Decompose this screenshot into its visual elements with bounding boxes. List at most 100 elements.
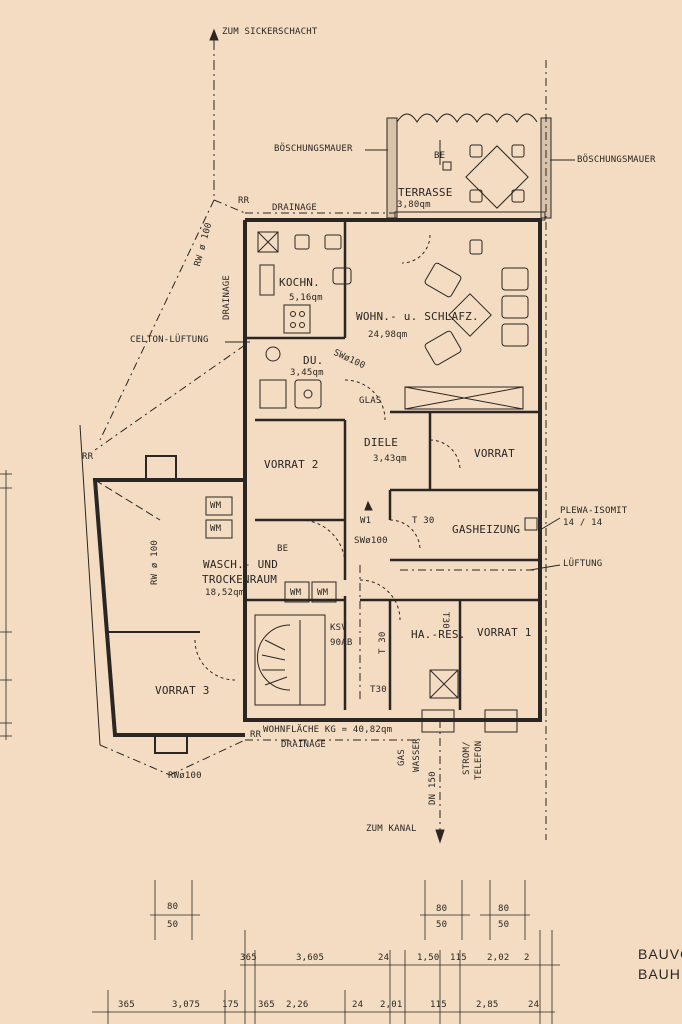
label-dn150: DN 150	[428, 771, 438, 805]
utility-entries	[421, 709, 518, 733]
dim-row2-e: 2,26	[286, 1000, 309, 1010]
dim-80-a: 80	[167, 902, 179, 912]
label-zum-sickerschacht: ZUM SICKERSCHACHT	[222, 27, 318, 37]
label-wasch1: WASCH.- UND	[203, 558, 279, 571]
dim-row2-d: 365	[258, 1000, 275, 1010]
label-wm4: WM	[317, 588, 329, 598]
label-wasch-area: 18,52qm	[205, 588, 245, 598]
left-margin-dims	[0, 470, 12, 740]
label-t30-vert: T 30	[378, 631, 388, 654]
glass-partition	[404, 386, 524, 410]
annex-walls	[92, 455, 245, 754]
label-kochn-area: 5,16qm	[289, 293, 323, 303]
label-be-mid: BE	[277, 544, 289, 554]
label-rw100-wasch: RW ø 100	[150, 540, 160, 585]
label-wasser: WASSER	[412, 738, 422, 772]
label-wohnflaeche: WOHNFLÄCHE KG = 40,82qm	[263, 725, 393, 735]
label-gas: GAS	[397, 749, 407, 766]
label-rr-left: RR	[82, 452, 94, 462]
dim-row1-b: 3,605	[296, 953, 325, 963]
label-terrasse-area: 3,80qm	[397, 200, 431, 210]
label-telefon: TELEFON	[474, 740, 484, 780]
label-celton: CELTON-LÜFTUNG	[130, 335, 209, 345]
label-glas: GLAS	[359, 396, 382, 406]
label-plewa-dim: 14 / 14	[563, 518, 603, 528]
label-rr-bottom: RR	[250, 730, 262, 740]
label-vorrat-right: VORRAT	[474, 447, 515, 460]
dim-row1-d: 1,50	[417, 953, 440, 963]
label-ksv-sub: 90AB	[330, 638, 353, 648]
label-t30-vert2: T30	[440, 612, 450, 629]
label-wm1: WM	[210, 501, 222, 511]
dim-row2-g: 2,01	[380, 1000, 403, 1010]
wm-boxes	[205, 496, 538, 699]
north-triangle-icon	[364, 500, 373, 511]
dim-row2-i: 2,85	[476, 1000, 499, 1010]
label-rw100-bottom: RWø100	[168, 771, 202, 781]
dim-row1-c: 24	[378, 953, 390, 963]
label-rr-top: RR	[238, 196, 250, 206]
dim-row1-e: 115	[450, 953, 467, 963]
label-wm3: WM	[290, 588, 302, 598]
dim-row2-h: 115	[430, 1000, 447, 1010]
label-wohn-area: 24,98qm	[368, 330, 408, 340]
label-diele: DIELE	[364, 436, 399, 449]
label-gasheizung: GASHEIZUNG	[452, 523, 521, 536]
arrow-down-icon	[435, 829, 445, 844]
label-zum-kanal: ZUM KANAL	[366, 824, 417, 834]
label-bauv1: BAUVO	[638, 946, 682, 962]
pipe-lines	[94, 60, 547, 840]
arrow-up-icon	[209, 28, 219, 41]
dim-row1-f: 2,02	[487, 953, 510, 963]
label-w1: W1	[360, 516, 372, 526]
label-terrasse: TERRASSE	[398, 186, 453, 199]
label-t30-top: T 30	[412, 516, 435, 526]
label-t30-bottom: T30	[370, 685, 387, 695]
dim-row1-a: 365	[240, 953, 257, 963]
dim-row2-f: 24	[352, 1000, 364, 1010]
staircase	[254, 614, 326, 706]
label-vorrat2: VORRAT 2	[264, 458, 319, 471]
label-wohn: WOHN.- u. SCHLAFZ.	[356, 310, 479, 323]
label-drainage-top: DRAINAGE	[272, 203, 317, 213]
dim-row2-j: 24	[528, 1000, 540, 1010]
label-strom: STROM/	[462, 741, 472, 775]
label-sw100-mid: SWø100	[354, 536, 388, 546]
dim-row1-g: 2	[524, 953, 530, 963]
leader-lines	[225, 149, 575, 571]
dim-row2-a: 365	[118, 1000, 135, 1010]
label-plewa: PLEWA-ISOMIT	[560, 506, 628, 516]
label-bauv2: BAUHE	[638, 966, 682, 982]
dim-50-c: 50	[498, 920, 510, 930]
label-lueftung: LÜFTUNG	[563, 559, 603, 569]
terrace-furniture	[442, 144, 529, 209]
label-kochn: KOCHN.	[279, 276, 320, 289]
label-drainage-left: DRAINAGE	[222, 275, 232, 320]
label-wm2: WM	[210, 524, 222, 534]
dim-row2-b: 3,075	[172, 1000, 201, 1010]
living-furniture	[424, 239, 529, 366]
label-wasch2: TROCKENRAUM	[202, 573, 278, 586]
label-diele-area: 3,43qm	[373, 454, 407, 464]
label-hares: HA.-RES.	[411, 628, 466, 641]
label-vorrat3: VORRAT 3	[155, 684, 210, 697]
label-vorrat1: VORRAT 1	[477, 626, 532, 639]
dimension-lines	[92, 880, 560, 1024]
dim-80-c: 80	[498, 904, 510, 914]
label-drainage-bottom: DRAINAGE	[281, 740, 326, 750]
interior-walls	[245, 220, 540, 710]
label-boeschungsmauer-left: BÖSCHUNGSMAUER	[274, 144, 353, 154]
dim-50-a: 50	[167, 920, 179, 930]
dim-80-b: 80	[436, 904, 448, 914]
shower-toilet	[259, 346, 322, 409]
door-swings	[194, 234, 461, 681]
label-du-area: 3,45qm	[290, 368, 324, 378]
kitchen-counter	[257, 231, 352, 334]
label-boeschungsmauer-right: BÖSCHUNGSMAUER	[577, 155, 656, 165]
exterior-walls	[243, 218, 542, 722]
dim-50-b: 50	[436, 920, 448, 930]
dim-row2-c: 175	[222, 1000, 239, 1010]
label-ksv: KSV	[330, 623, 347, 633]
label-be-top: BE	[434, 151, 446, 161]
